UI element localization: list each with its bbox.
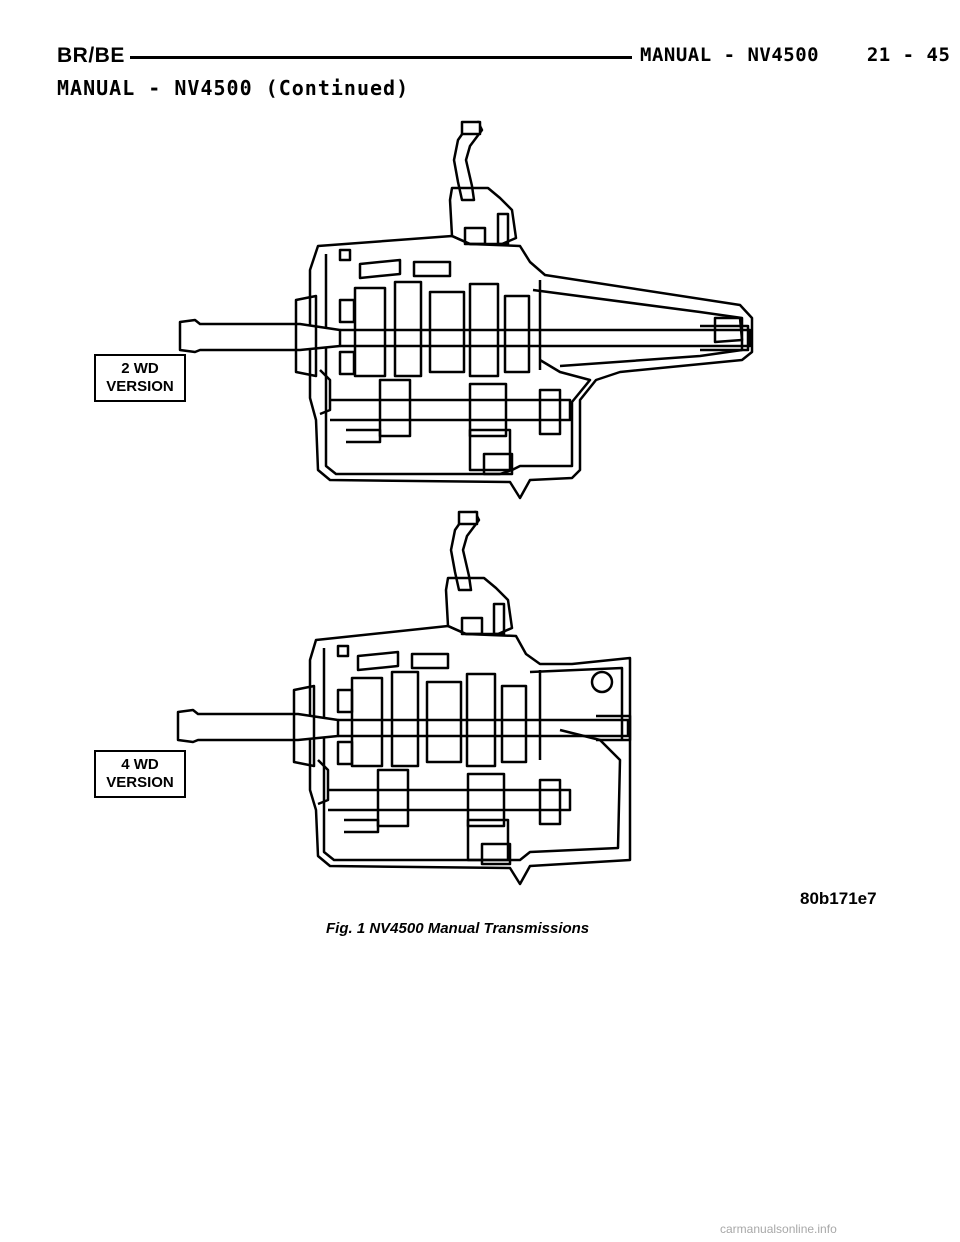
label-4wd-line1: 4 WD (121, 756, 159, 773)
figure-caption: Fig. 1 NV4500 Manual Transmissions (326, 920, 590, 937)
footer-watermark[interactable]: carmanualsonline.info (720, 1222, 837, 1236)
header-page-ref: MANUAL - NV4500 21 - 45 (640, 44, 951, 66)
label-4wd-version: 4 WD VERSION (94, 750, 186, 798)
label-2wd-line1: 2 WD (121, 360, 159, 377)
label-2wd-version: 2 WD VERSION (94, 354, 186, 402)
label-2wd-line2: VERSION (106, 378, 174, 395)
label-4wd-line2: VERSION (106, 774, 174, 791)
section-title: MANUAL - NV4500 (Continued) (57, 76, 410, 100)
header-vehicle-code: BR/BE (57, 44, 125, 67)
figure-code: 80b171e7 (800, 889, 877, 908)
header-rule (130, 56, 632, 59)
